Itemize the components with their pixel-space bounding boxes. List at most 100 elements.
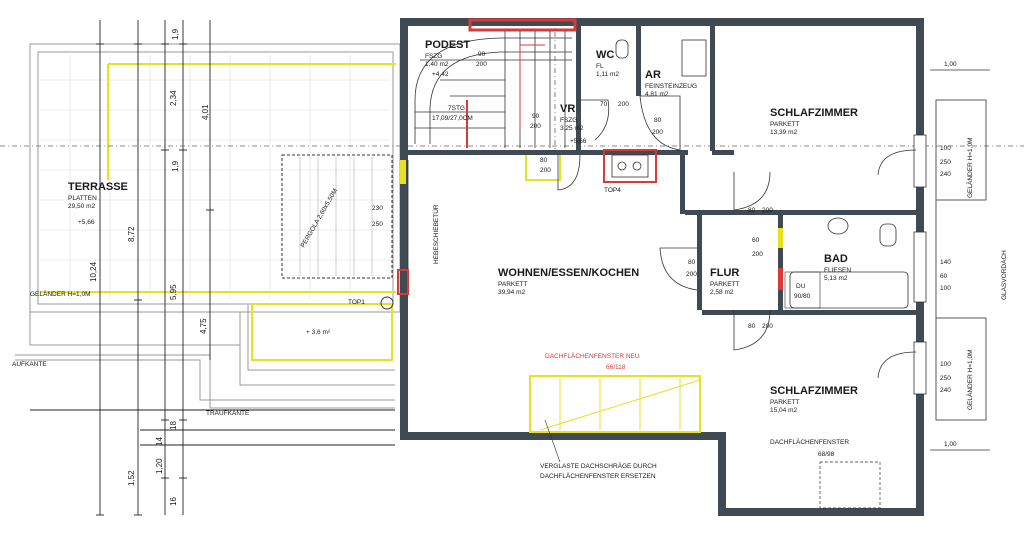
hebeschiebetuer-yellow [400,160,406,184]
room-name-ar: AR [645,69,661,81]
label-dachfenster-neu: DACHFLÄCHENFENSTER NEU [545,352,640,360]
dim-b-4: 16 [169,497,178,506]
room-floor-wohnen: PARKETT [498,281,528,288]
room-floor-terrasse: PLATTEN [68,195,97,202]
dim-flur-bot-w: 80 [748,323,756,330]
dim-s1-win-h: 250 [940,159,951,166]
room-area-flur: 2,58 m2 [710,289,734,296]
dim-flur-top-h: 200 [762,207,773,214]
dim-right-bot: 1,00 [944,441,957,448]
hebeschiebetuer-red [397,269,409,295]
label-traufkante: TRAUFKANTE [206,410,250,417]
bathtub [789,271,909,309]
dim-b-1: 1,52 [127,470,136,486]
room-level-terrasse: +5,66 [78,219,95,226]
dim-heb-w: 230 [372,205,383,212]
label-top1: TOP1 [348,299,365,306]
dim-v-8: 4,75 [199,318,208,334]
sink-bowl-right [632,161,642,171]
label-top4: TOP4 [604,187,621,194]
label-dachfenster-neu-size: 66/118 [606,364,626,371]
dim-right-top: 1,00 [944,61,957,68]
dim-bad-win-w: 140 [940,259,951,266]
label-verglaste-2: DACHFLÄCHENFENSTER ERSETZEN [540,472,656,480]
label-dachfenster-size: 68/98 [818,451,835,458]
dim-bad-door-h: 200 [752,251,763,258]
dim-flur-door-w: 80 [688,259,696,266]
room-level-podest: +4,42 [432,71,449,78]
ar-shelf [681,39,707,77]
stair-dim: 17,09/27,0CM [432,115,473,122]
kitchen-counter [603,149,657,183]
dim-bad-door-w: 60 [752,237,760,244]
label-gelaender-terrasse: GELÄNDER H=1,0M [30,290,91,298]
dim-v-5: 8,72 [127,226,136,242]
skylight-new-outline [529,375,701,433]
dim-s1-win-w: 100 [940,145,951,152]
stair-label: 7STG [448,105,465,112]
dim-b-2: 14 [155,437,164,446]
dim-vr-side-w: 80 [540,157,548,164]
dim-s2-win-w: 100 [940,361,951,368]
extra-area-outline [251,303,393,361]
label-du-size: 90/80 [794,293,811,300]
room-name-bad: BAD [824,253,848,265]
door-swings [407,95,917,379]
dim-bad-win-h: 60 [940,273,948,280]
dim-heb-h: 250 [372,221,383,228]
label-du: DU [796,283,806,290]
label-gelaender-right-1: GELÄNDER H=1,0M [966,137,974,198]
dim-v-2: 2,34 [169,90,178,106]
dim-flur-top-w: 80 [748,207,756,214]
dim-v-4: 1,9 [171,160,180,172]
label-dachfenster: DACHFLÄCHENFENSTER [770,438,849,446]
dim-ar-door-h: 200 [652,129,663,136]
room-area-schlafzimmer-2: 15,04 m2 [770,407,797,414]
drain-symbol [380,296,394,310]
wc-toilet [615,39,629,59]
dim-vr-door-w: 90 [532,113,540,120]
room-level-vr: +5,66 [570,138,587,145]
room-floor-bad: FLIESEN [824,267,851,274]
room-name-vr: VR [560,103,575,115]
dim-v-3: 4,01 [201,104,210,120]
bath-toilet [879,223,897,247]
bath-door-yellow [778,228,783,248]
room-name-schlafzimmer-2: SCHLAFZIMMER [770,385,858,397]
dim-wc-door-w: 70 [600,101,608,108]
room-name-terrasse: TERRASSE [68,181,128,193]
dim-podest-door-h: 200 [476,61,487,68]
dim-v-7: 5,95 [169,284,178,300]
pergola-outline [281,154,393,279]
label-glasvordach: GLASVORDACH [1001,250,1008,300]
room-floor-vr: FSZG [560,117,577,124]
room-floor-ar: FEINSTEINZEUG [645,83,697,90]
terrace-outline [15,43,401,409]
exterior-right-lines [930,69,990,451]
terrace-railing-line [40,63,396,293]
vr-yellow-marker [525,155,561,181]
room-floor-schlafzimmer-2: PARKETT [770,399,800,406]
dim-s2-win-s: 240 [940,387,951,394]
room-area-wohnen: 39,94 m2 [498,289,525,296]
room-floor-flur: PARKETT [710,281,740,288]
skylight-new-hatch [539,378,701,431]
dim-v-6: 10,24 [89,261,98,282]
terrace-tiles [40,55,390,300]
dim-flur-bot-h: 200 [762,323,773,330]
sink-bowl-left [617,161,627,171]
callout-line [544,419,561,463]
stair-railing-top [468,18,577,32]
label-pergola: PERGOLA 2,60x5,50M [300,188,339,249]
room-name-podest: PODEST [425,39,471,51]
room-area-podest: 1,40 m2 [425,61,449,68]
kitchen-sink [611,154,649,178]
dim-ar-door-w: 80 [654,117,662,124]
dim-wc-door-h: 200 [618,101,629,108]
pergola-hatch [299,157,373,276]
room-name-flur: FLUR [710,267,739,279]
dim-vr-side-h: 200 [540,167,551,174]
dim-s1-win-s: 240 [940,171,951,178]
dim-podest-door-w: 90 [478,51,486,58]
